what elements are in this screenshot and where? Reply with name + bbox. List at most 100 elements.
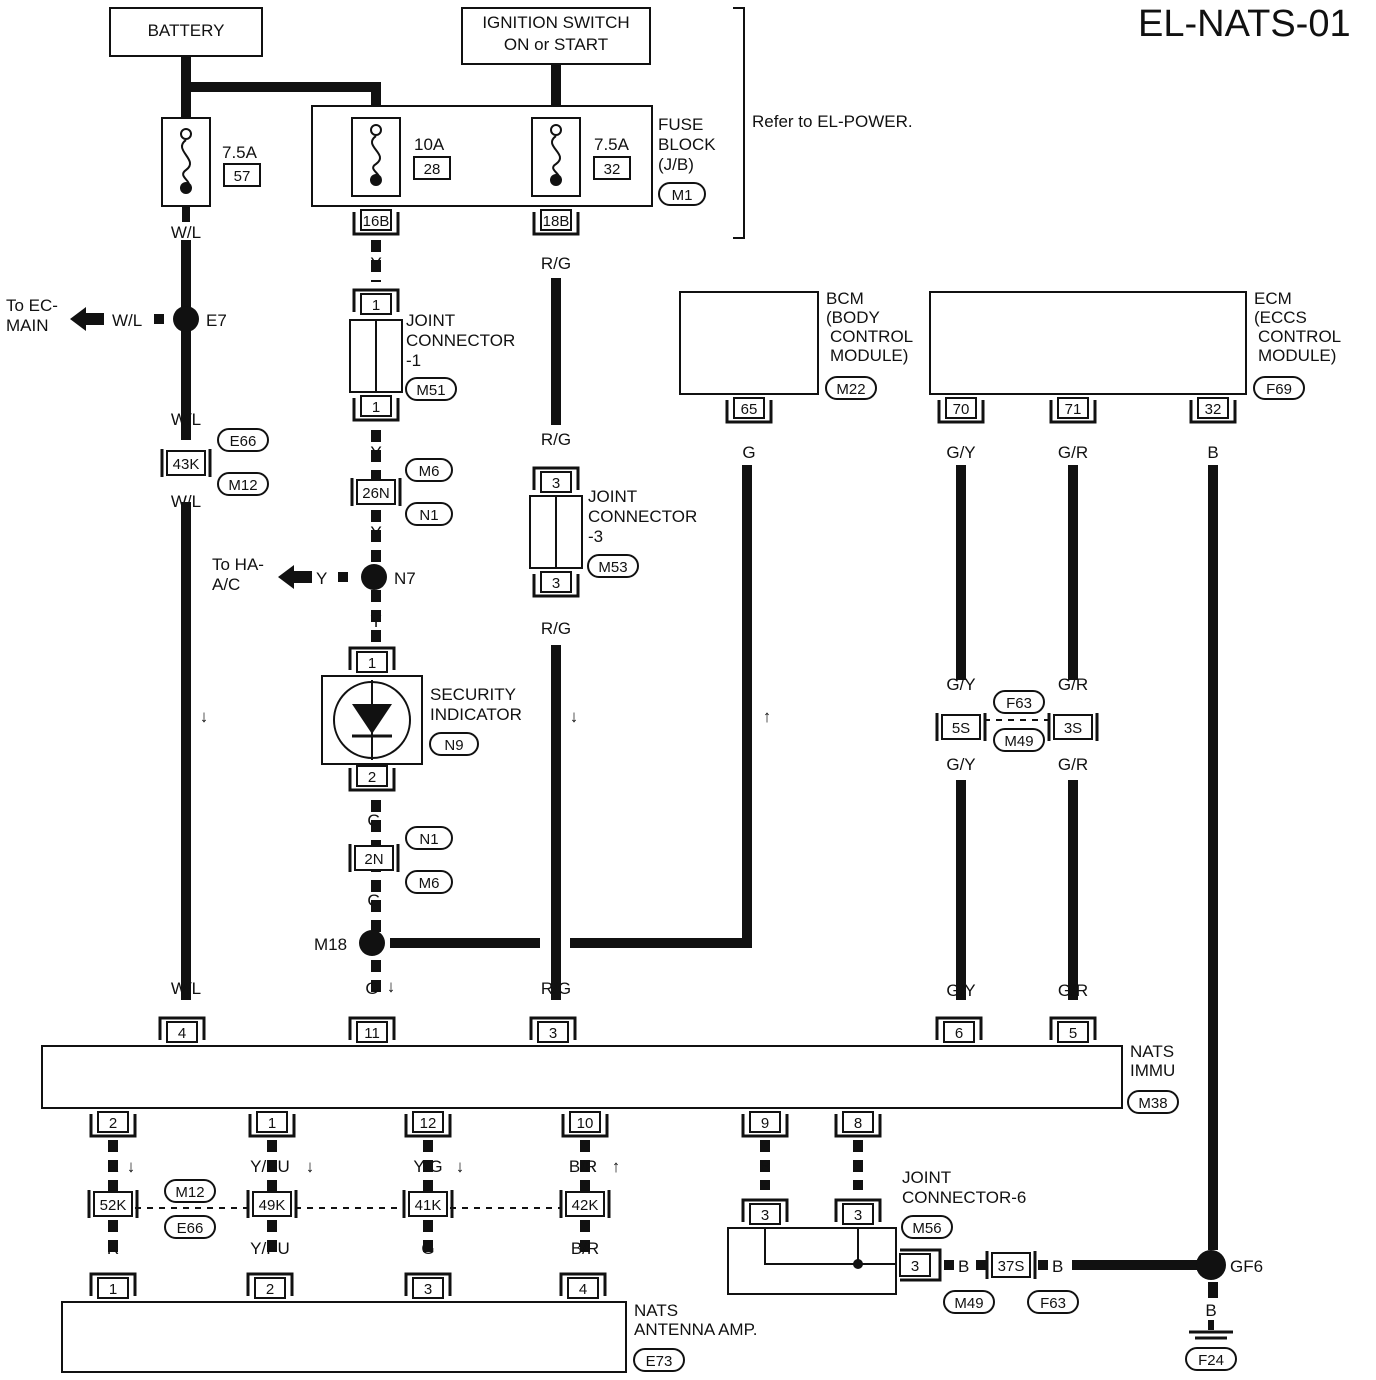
wire-label-ypu-1: Y/PU bbox=[250, 1157, 290, 1176]
jc3-pin-top: 3 bbox=[532, 466, 580, 494]
ecm-label-3: CONTROL bbox=[1258, 327, 1341, 346]
svg-text:18B: 18B bbox=[543, 213, 570, 230]
connector-code-N1-a: N1 bbox=[405, 502, 453, 526]
connector-5S: 5S bbox=[935, 711, 987, 743]
wire-label-rg-2: R/G bbox=[541, 430, 571, 449]
svg-text:M1: M1 bbox=[672, 187, 693, 204]
svg-text:M12: M12 bbox=[228, 477, 257, 494]
svg-text:3: 3 bbox=[424, 1281, 432, 1298]
bcm-label-3: CONTROL bbox=[830, 327, 913, 346]
jc1-label-2: CONNECTOR bbox=[406, 331, 515, 350]
wire-label-rg-4: R/G bbox=[541, 979, 571, 998]
splice-N7 bbox=[361, 564, 387, 590]
svg-text:1: 1 bbox=[372, 399, 380, 416]
wire-label-y-5: Y bbox=[370, 612, 381, 631]
wire-label-b-4: B bbox=[958, 1257, 969, 1276]
fuse-32-amp: 7.5A bbox=[594, 135, 630, 154]
svg-text:M49: M49 bbox=[954, 1295, 983, 1312]
jc1-pin-top: 1 bbox=[352, 288, 400, 316]
svg-text:M51: M51 bbox=[416, 382, 445, 399]
joint-connector-3 bbox=[529, 495, 583, 569]
svg-text:F69: F69 bbox=[1266, 381, 1292, 398]
svg-text:70: 70 bbox=[953, 401, 970, 418]
battery-label: BATTERY bbox=[148, 21, 225, 40]
svg-text:2: 2 bbox=[109, 1115, 117, 1132]
jc1-pin-bottom: 1 bbox=[352, 394, 400, 422]
svg-text:4: 4 bbox=[178, 1025, 186, 1042]
connector-3S: 3S bbox=[1047, 711, 1099, 743]
ignition-switch-box bbox=[461, 7, 651, 65]
connector-code-M12-b: M12 bbox=[164, 1179, 216, 1203]
connector-code-N1-b: N1 bbox=[405, 826, 453, 850]
fuse-block-label-3: (J/B) bbox=[658, 155, 694, 174]
connector-43K: 43K bbox=[160, 447, 212, 479]
svg-text:4: 4 bbox=[579, 1281, 587, 1298]
current-arrow-rg: ↓ bbox=[570, 707, 579, 726]
jc3-label-1: JOINT bbox=[588, 487, 637, 506]
wire-label-g-2: G bbox=[367, 891, 380, 910]
wire-label-g-5: G bbox=[421, 1239, 434, 1258]
svg-text:F24: F24 bbox=[1198, 1352, 1224, 1369]
svg-text:E66: E66 bbox=[177, 1220, 204, 1237]
svg-text:11: 11 bbox=[364, 1025, 380, 1042]
refer-note: Refer to EL-POWER. bbox=[752, 112, 913, 131]
wire-label-r-2: R bbox=[107, 1239, 119, 1258]
wire-label-y-2: Y bbox=[370, 443, 381, 462]
immu-pin-4: 4 bbox=[158, 1016, 206, 1044]
jc6-label-1: JOINT bbox=[902, 1168, 951, 1187]
connector-code-M49-a: M49 bbox=[993, 728, 1045, 752]
svg-text:42K: 42K bbox=[572, 1197, 599, 1214]
fuse-28 bbox=[351, 117, 401, 197]
bcm-label-1: BCM bbox=[826, 289, 864, 308]
wire-stub-E7 bbox=[154, 314, 164, 324]
ecm-label-4: MODULE) bbox=[1258, 346, 1336, 365]
svg-text:1: 1 bbox=[368, 655, 376, 672]
arrow-to-ha-ac bbox=[278, 565, 312, 589]
svg-text:1: 1 bbox=[109, 1281, 117, 1298]
wire-label-b-6: B bbox=[1205, 1301, 1216, 1320]
immu-pin-9: 9 bbox=[741, 1110, 789, 1138]
sec-pin-bottom: 2 bbox=[348, 764, 396, 792]
current-arrow-bcm: ↑ bbox=[763, 707, 772, 726]
jc3-label-3: -3 bbox=[588, 527, 603, 546]
svg-text:9: 9 bbox=[761, 1115, 769, 1132]
connector-2N: 2N bbox=[348, 842, 400, 874]
splice-N7-label: N7 bbox=[394, 569, 416, 588]
wire-label-b-2: B bbox=[759, 1157, 770, 1176]
bcm-box bbox=[679, 291, 819, 395]
antenna-amp-label-2: ANTENNA AMP. bbox=[634, 1320, 757, 1339]
ecm-pin-71: 71 bbox=[1049, 396, 1097, 424]
wire-label-gy-3: G/Y bbox=[946, 755, 975, 774]
ecm-pin-70: 70 bbox=[937, 396, 985, 424]
wire-label-y-4: Y bbox=[316, 569, 327, 588]
svg-text:2N: 2N bbox=[364, 851, 383, 868]
svg-text:2: 2 bbox=[266, 1281, 274, 1298]
svg-text:E66: E66 bbox=[230, 433, 257, 450]
connector-41K: 41K bbox=[402, 1188, 454, 1220]
wire-label-gy-4: G/Y bbox=[946, 981, 975, 1000]
fuse-28-number: 28 bbox=[424, 161, 441, 178]
svg-text:M22: M22 bbox=[836, 381, 865, 398]
connector-code-M49-b: M49 bbox=[943, 1290, 995, 1314]
ground-symbol-icon bbox=[1189, 1320, 1233, 1340]
antenna-amp-box bbox=[61, 1301, 627, 1373]
current-arrow-yg: ↓ bbox=[456, 1157, 465, 1176]
jc3-pin-bottom: 3 bbox=[532, 570, 580, 598]
connector-code-M56: M56 bbox=[901, 1215, 953, 1239]
svg-text:10: 10 bbox=[577, 1115, 594, 1132]
svg-text:26N: 26N bbox=[362, 485, 390, 502]
wire-label-ypu-2: Y/PU bbox=[250, 1239, 290, 1258]
connector-code-E66-b: E66 bbox=[164, 1215, 216, 1239]
wire-label-b-1: B bbox=[1207, 443, 1218, 462]
wire-label-gy-2: G/Y bbox=[946, 675, 975, 694]
wire-label-gr-3: G/R bbox=[1058, 755, 1088, 774]
splice-GF6-label: GF6 bbox=[1230, 1257, 1263, 1276]
svg-text:M49: M49 bbox=[1004, 733, 1033, 750]
wire-label-g-4: G bbox=[742, 443, 755, 462]
jc6-pin-c: 3 bbox=[899, 1248, 942, 1282]
connector-49K: 49K bbox=[246, 1188, 298, 1220]
current-arrow-ypu: ↓ bbox=[306, 1157, 315, 1176]
current-arrow-r: ↓ bbox=[127, 1157, 136, 1176]
ecm-box bbox=[929, 291, 1247, 395]
